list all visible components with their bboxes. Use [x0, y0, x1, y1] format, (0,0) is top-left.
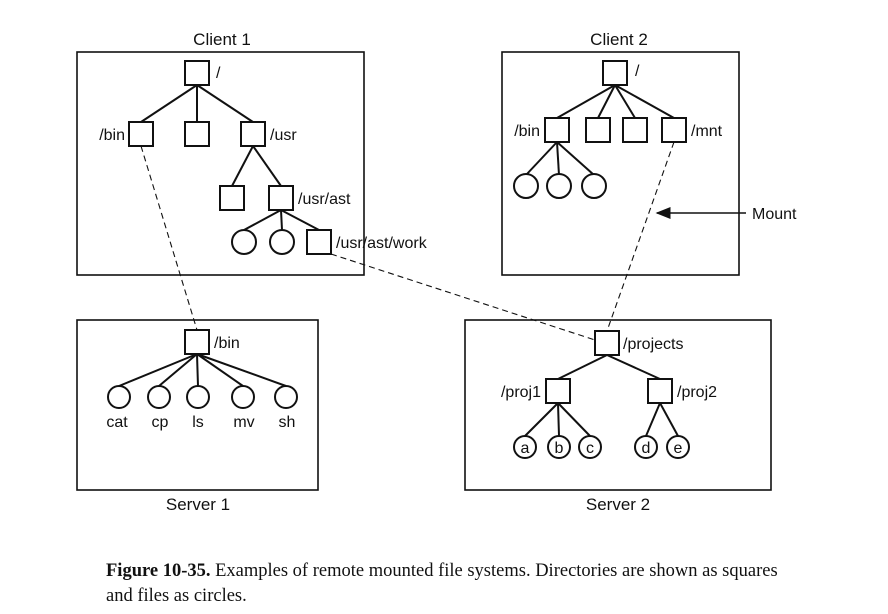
- client2-file: [546, 173, 572, 199]
- server1-file-label: cat: [106, 414, 128, 431]
- server1-file-label: mv: [233, 414, 254, 431]
- client1-bin-label: /bin: [99, 127, 125, 144]
- client1-usr-ast-work-dir: [306, 229, 332, 255]
- client1-usr-ast-work-label: /usr/ast/work: [336, 235, 428, 252]
- client2-dir: [585, 117, 611, 143]
- server2-file-label: b: [555, 440, 564, 457]
- server1-file-cat: [107, 385, 131, 409]
- client1-usr-ast-label: /usr/ast: [298, 191, 351, 208]
- client1-root-dir: [184, 60, 210, 86]
- client2-box: Client 2 / /bin /mnt: [501, 30, 740, 276]
- client1-usr-dir: [240, 121, 266, 147]
- server1-file-mv: [231, 385, 255, 409]
- figure-caption: Figure 10-35. Examples of remote mounted…: [106, 559, 806, 609]
- client2-dir: [622, 117, 648, 143]
- client1-file: [269, 229, 295, 255]
- client2-bin-dir: [544, 117, 570, 143]
- client1-file: [231, 229, 257, 255]
- client1-usr-label: /usr: [270, 127, 297, 144]
- client1-usr-subdir: [219, 185, 245, 211]
- mount-link-client2-mnt-server2: [606, 141, 675, 332]
- client2-bin-label: /bin: [514, 123, 540, 140]
- client1-dir: [184, 121, 210, 147]
- server1-box: Server 1 /bin cat cp ls mv sh: [76, 319, 319, 514]
- server1-file-label: ls: [192, 414, 204, 431]
- server2-title: Server 2: [586, 495, 650, 514]
- server2-file-label: c: [586, 440, 594, 457]
- client2-title: Client 2: [590, 30, 648, 49]
- mount-label: Mount: [752, 206, 797, 223]
- server1-bin-label: /bin: [214, 335, 240, 352]
- client1-root-label: /: [216, 65, 221, 82]
- server2-proj2-label: /proj2: [677, 384, 717, 401]
- client2-mnt-dir: [661, 117, 687, 143]
- server2-file-label: a: [521, 440, 530, 457]
- client1-title: Client 1: [193, 30, 251, 49]
- server2-projects-label: /projects: [623, 336, 683, 353]
- server2-file-d: [634, 435, 658, 459]
- mount-link-client1-bin-server1: [140, 145, 198, 331]
- server1-bin-dir: [184, 329, 210, 355]
- server1-file-cp: [147, 385, 171, 409]
- server2-file-label: d: [642, 440, 651, 457]
- server2-proj1-label: /proj1: [501, 384, 541, 401]
- server2-file-label: e: [674, 440, 683, 457]
- client2-root-dir: [602, 60, 628, 86]
- client1-bin-dir: [128, 121, 154, 147]
- server2-proj1-dir: [545, 378, 571, 404]
- caption-text: Examples of remote mounted file systems.…: [106, 561, 778, 606]
- client2-mnt-label: /mnt: [691, 123, 723, 140]
- caption-label: Figure 10-35.: [106, 561, 211, 581]
- client1-usr-ast-dir: [268, 185, 294, 211]
- server1-file-ls: [186, 385, 210, 409]
- client2-file: [513, 173, 539, 199]
- server2-box: Server 2 /projects /proj1 /proj2 a b c d…: [464, 319, 772, 514]
- server2-proj2-dir: [647, 378, 673, 404]
- server1-title: Server 1: [166, 495, 230, 514]
- server2-file-c: [578, 435, 602, 459]
- server2-file-e: [666, 435, 690, 459]
- client1-box: Client 1 / /bin /usr /usr/ast /usr/ast/w…: [76, 30, 428, 276]
- client2-file: [581, 173, 607, 199]
- server1-file-label: sh: [279, 414, 296, 431]
- server2-file-b: [547, 435, 571, 459]
- server2-file-a: [513, 435, 537, 459]
- mount-link-client1-work-server2: [330, 253, 596, 341]
- server1-file-label: cp: [152, 414, 169, 431]
- server2-projects-dir: [594, 330, 620, 356]
- client2-root-label: /: [635, 63, 640, 80]
- server1-file-sh: [274, 385, 298, 409]
